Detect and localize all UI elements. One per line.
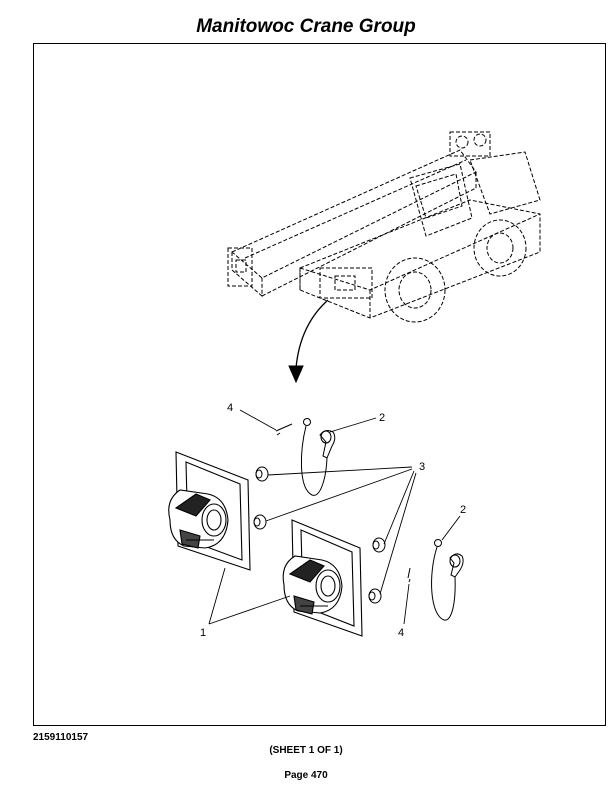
spacer-icon [255, 466, 269, 482]
page-title: Manitowoc Crane Group [196, 16, 416, 37]
pin-icon [275, 423, 293, 436]
location-arrow-icon [288, 299, 329, 384]
callout-connector: 1 [200, 627, 206, 639]
dust-cap-icon [300, 418, 336, 496]
callout-leaders [208, 409, 461, 625]
callout-pin-upper: 4 [227, 402, 233, 414]
callout-pin-lower: 4 [398, 627, 404, 639]
spacer-icon [372, 537, 386, 553]
sheet-label: (SHEET 1 OF 1) [269, 745, 343, 756]
callout-cap-upper: 2 [379, 412, 385, 424]
callout-spacer: 3 [419, 461, 425, 473]
drawing-number: 2159110157 [33, 732, 89, 743]
dust-cap-icon [431, 539, 464, 621]
pin-icon [407, 567, 411, 583]
spacer-icon [253, 514, 267, 530]
spacer-icon [368, 588, 382, 604]
callout-cap-right: 2 [460, 504, 466, 516]
page-number: Page 470 [284, 770, 328, 781]
figure-frame [33, 43, 606, 726]
connector-socket-icon [282, 519, 363, 637]
crane-illustration [227, 131, 541, 323]
connector-socket-icon [168, 451, 251, 571]
